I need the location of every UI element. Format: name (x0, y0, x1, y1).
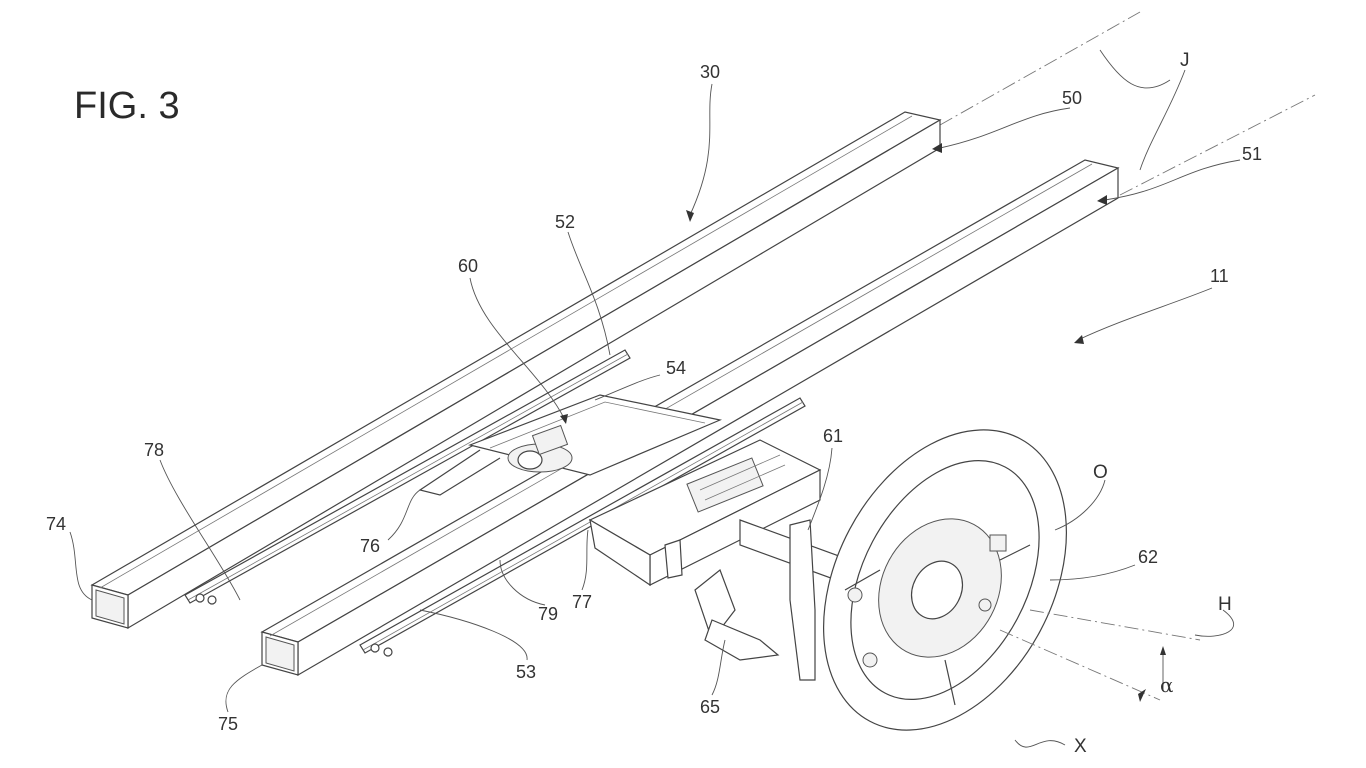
leader-lines (69, 49, 1241, 748)
ref-54: 54 (666, 358, 686, 378)
ref-62: 62 (1138, 547, 1158, 567)
ref-74: 74 (46, 514, 66, 534)
ref-11: 11 (1210, 266, 1229, 286)
ref-X: X (1074, 736, 1087, 757)
ref-78: 78 (144, 440, 164, 460)
ref-75: 75 (218, 714, 238, 734)
ref-52: 52 (555, 212, 575, 232)
axis-lines-xh (999, 609, 1201, 702)
rail-left (90, 111, 942, 630)
reference-numerals: 30 50 J 51 52 60 11 54 61 78 O 74 76 62 … (46, 50, 1262, 757)
ref-alpha: α (1160, 673, 1174, 697)
ref-77: 77 (572, 592, 592, 612)
steering-support (588, 439, 851, 681)
ref-65: 65 (700, 697, 720, 717)
ref-O: O (1093, 462, 1108, 483)
slide-mechanism (418, 394, 723, 496)
ref-30: 30 (700, 62, 720, 82)
axis-lines-j (939, 11, 1316, 196)
ref-51: 51 (1242, 144, 1262, 164)
ref-H: H (1218, 594, 1232, 615)
ref-53: 53 (516, 662, 536, 682)
ref-76: 76 (360, 536, 380, 556)
ref-79: 79 (538, 604, 558, 624)
figure-title: FIG. 3 (74, 85, 180, 127)
ref-J: J (1180, 50, 1190, 71)
ref-60: 60 (458, 256, 478, 276)
ref-50: 50 (1062, 88, 1082, 108)
steering-wheel (823, 429, 1067, 731)
ref-61: 61 (823, 426, 843, 446)
